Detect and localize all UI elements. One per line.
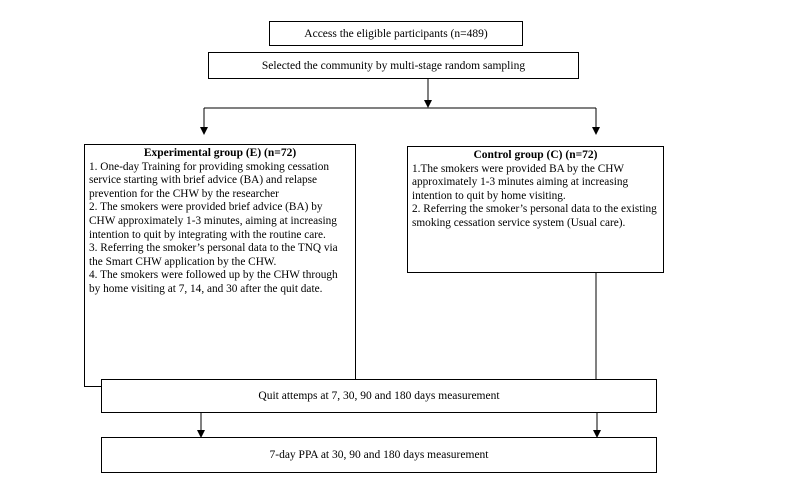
- ppa-box: 7-day PPA at 30, 90 and 180 days measure…: [101, 437, 657, 473]
- experimental-item: 4. The smokers were followed up by the C…: [89, 269, 338, 295]
- selected-box: Selected the community by multi-stage ra…: [208, 52, 579, 79]
- experimental-item: 1. One-day Training for providing smokin…: [89, 160, 330, 200]
- experimental-group-title: Experimental group (E) (n=72): [143, 147, 297, 159]
- access-text: Access the eligible participants (n=489): [304, 27, 488, 40]
- access-box: Access the eligible participants (n=489): [269, 21, 523, 46]
- control-item: 2. Referring the smoker’s personal data …: [412, 203, 657, 229]
- selected-text: Selected the community by multi-stage ra…: [261, 59, 526, 72]
- control-item: 1.The smokers were provided BA by the CH…: [412, 162, 629, 202]
- quit-attempts-box: Quit attemps at 7, 30, 90 and 180 days m…: [101, 379, 657, 413]
- ppa-text: 7-day PPA at 30, 90 and 180 days measure…: [269, 449, 489, 461]
- control-group-box: Control group (C) (n=72) 1.The smokers w…: [407, 146, 664, 273]
- experimental-item: 2. The smokers were provided brief advic…: [89, 201, 337, 241]
- quit-attempts-text: Quit attemps at 7, 30, 90 and 180 days m…: [258, 390, 500, 402]
- experimental-item: 3. Referring the smoker’s personal data …: [89, 242, 338, 268]
- experimental-group-box: Experimental group (E) (n=72) 1. One-day…: [84, 144, 356, 387]
- control-group-title: Control group (C) (n=72): [473, 149, 598, 161]
